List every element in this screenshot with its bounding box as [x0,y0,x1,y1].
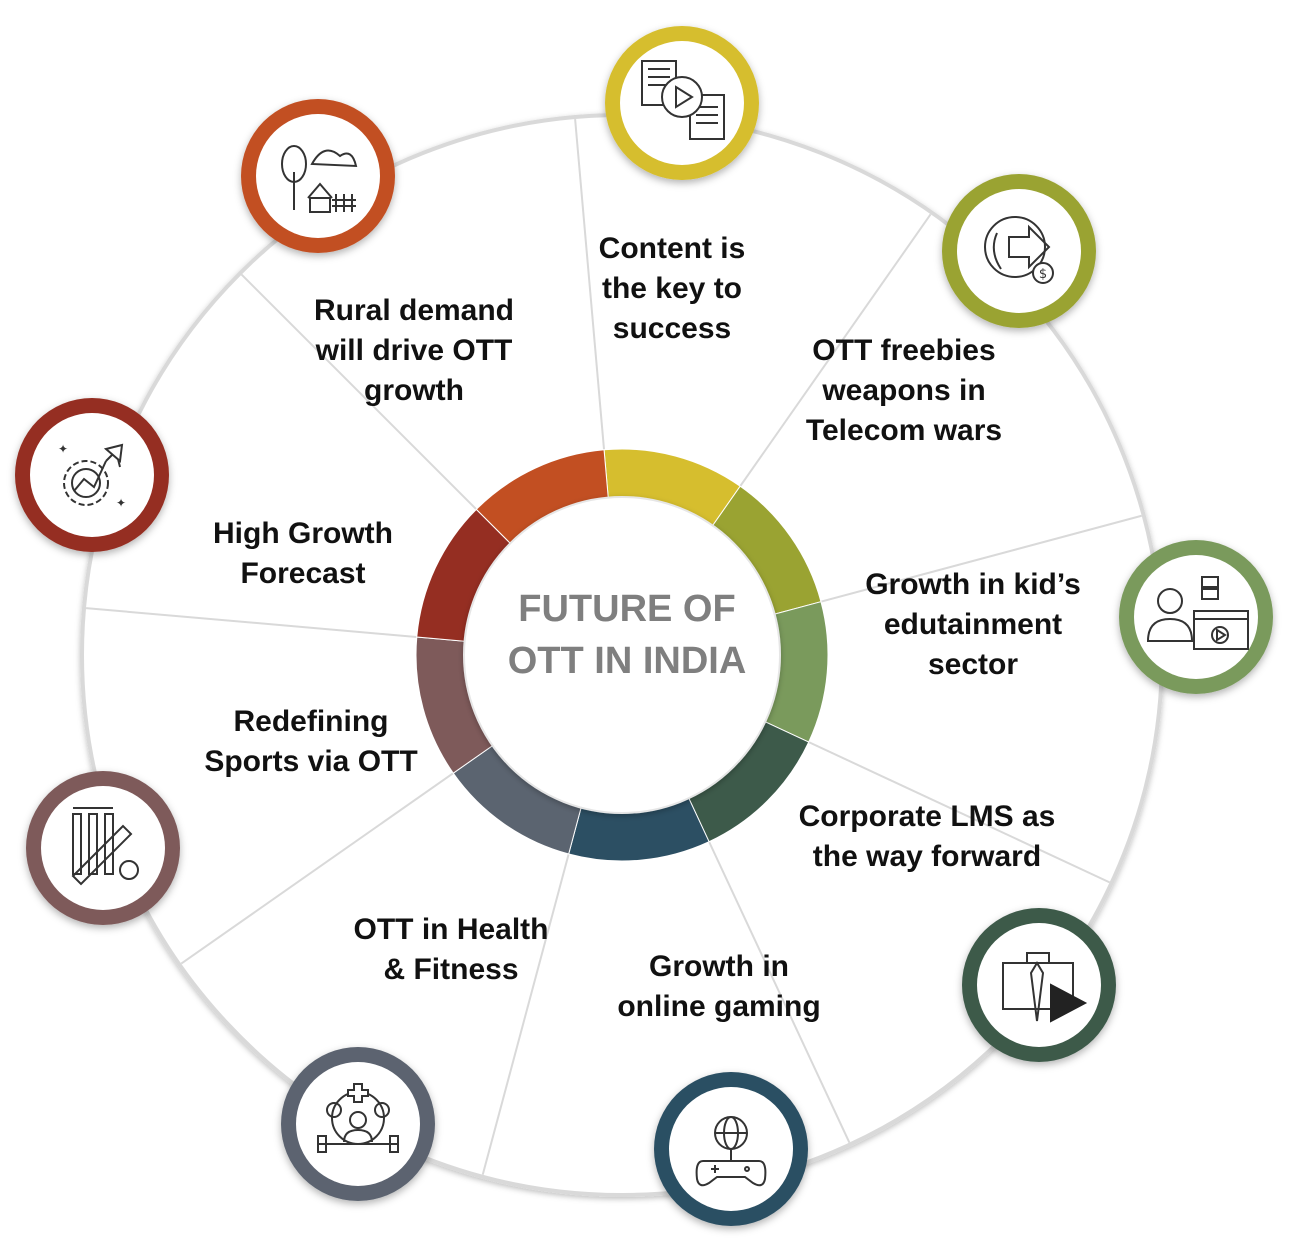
spoke-line [688,799,851,1144]
badge-health [281,1047,435,1201]
kid-edutainment-icon [1146,576,1249,650]
cricket-sports-icon [71,807,139,886]
spoke-line [240,273,510,543]
center-title: FUTURE OF OTT IN INDIA [507,588,747,682]
badge-edutainment [1119,540,1273,694]
svg-text:✦: ✦ [116,496,126,510]
spoke-line [481,809,582,1175]
video-content-icon [641,60,725,140]
badge-gaming [654,1072,808,1226]
label-gaming: Growth in online gaming [617,950,821,1023]
spoke-line [85,607,463,643]
center-ring [415,448,829,862]
badge-rural [241,99,395,253]
icon-badges: $ [15,26,1273,1226]
label-rural: Rural demand will drive OTT growth [313,294,515,407]
svg-text:$: $ [1039,267,1047,282]
badge-growth: ✦ ✦ [15,398,169,552]
svg-text:✦: ✦ [58,442,68,456]
health-fitness-icon [317,1083,399,1153]
center-disc [463,496,781,814]
badge-telecom: $ [942,174,1096,328]
rural-village-icon [281,145,358,213]
label-sports: Redefining Sports via OTT [204,705,418,778]
spoke-line [574,118,610,496]
corporate-briefcase-icon [1002,952,1088,1023]
label-content: Content is the key to success [598,232,746,345]
label-corporate: Corporate LMS as the way forward [798,800,1056,873]
badge-sports [26,771,180,925]
spoke-line [776,514,1142,615]
label-health: OTT in Health & Fitness [353,913,549,986]
telecom-phone-icon: $ [984,216,1054,284]
label-telecom: OTT freebies weapons in Telecom wars [805,334,1003,447]
growth-gear-icon: ✦ ✦ [58,442,126,510]
spokes [85,118,1142,1175]
spoke-line [180,745,492,965]
spoke-line [712,213,932,525]
label-growth: High Growth Forecast [213,517,393,590]
spoke-line [766,721,1111,884]
online-gaming-icon [695,1116,767,1187]
badge-corporate [962,908,1116,1062]
badge-content [605,26,759,180]
label-edutainment: Growth in kid’s edutainment sector [865,568,1081,681]
